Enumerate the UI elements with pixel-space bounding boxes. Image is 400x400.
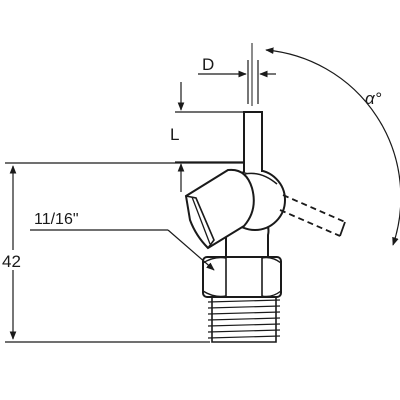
angle-arc [251, 43, 400, 246]
dimension-l-label: L [170, 125, 179, 144]
dimension-d-label: D [202, 55, 214, 74]
dimension-height-label: 42 [2, 252, 21, 271]
swivel-pipe-dashed [279, 194, 346, 237]
dimension-l [175, 82, 243, 192]
outlet-pipe [243, 111, 263, 172]
threaded-shank [207, 297, 281, 343]
hex-nut [202, 256, 282, 298]
thread-callout [30, 229, 215, 271]
thread-size-label: 11/16" [34, 211, 79, 228]
dimension-height [5, 162, 244, 343]
angle-label: α° [365, 89, 382, 108]
swivel-cap [184, 168, 255, 250]
thread-lines [207, 299, 281, 339]
